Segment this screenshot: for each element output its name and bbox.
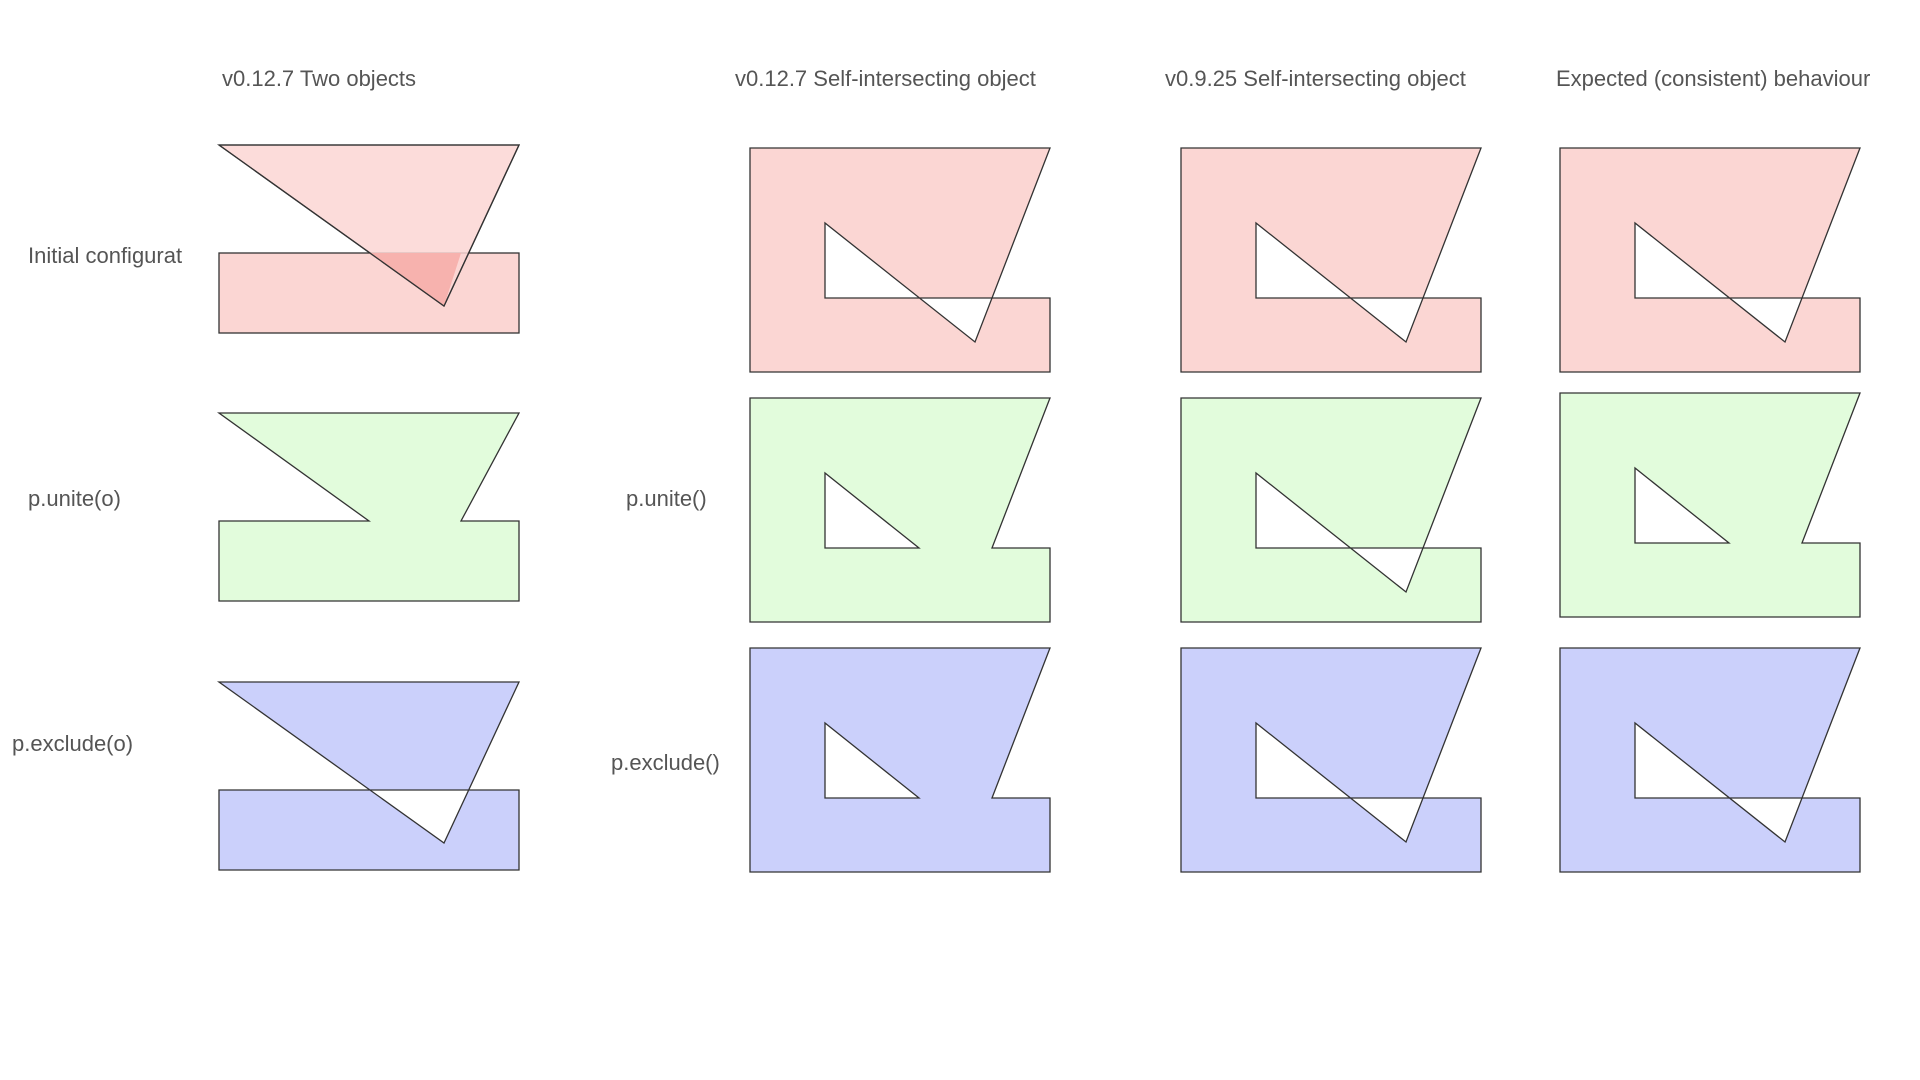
v0925-self-initial: [1180, 147, 1482, 373]
row-label: Initial configurat: [28, 243, 183, 268]
v0127-self-initial: [749, 147, 1051, 373]
v0925-self-unite: [1180, 397, 1482, 623]
expected-initial: [1559, 147, 1861, 373]
expected-exclude: [1559, 647, 1861, 873]
column-title: v0.9.25 Self-intersecting object: [1165, 66, 1466, 91]
two-objects-exclude: [216, 681, 521, 871]
column-title: v0.12.7 Two objects: [222, 66, 417, 91]
row-label: p.exclude(): [611, 750, 720, 775]
row-label: p.unite(): [626, 486, 707, 511]
v0127-self-exclude: [749, 647, 1051, 873]
expected-unite: [1559, 392, 1861, 618]
two-objects-unite: [216, 412, 521, 602]
column-title: v0.12.7 Self-intersecting object: [735, 66, 1036, 91]
two-objects-initial: [216, 144, 521, 334]
v0127-self-unite: [749, 397, 1051, 623]
column-title: Expected (consistent) behaviour: [1556, 66, 1871, 91]
v0925-self-exclude: [1180, 647, 1482, 873]
row-label: p.exclude(o): [12, 731, 134, 756]
row-label: p.unite(o): [28, 486, 121, 511]
